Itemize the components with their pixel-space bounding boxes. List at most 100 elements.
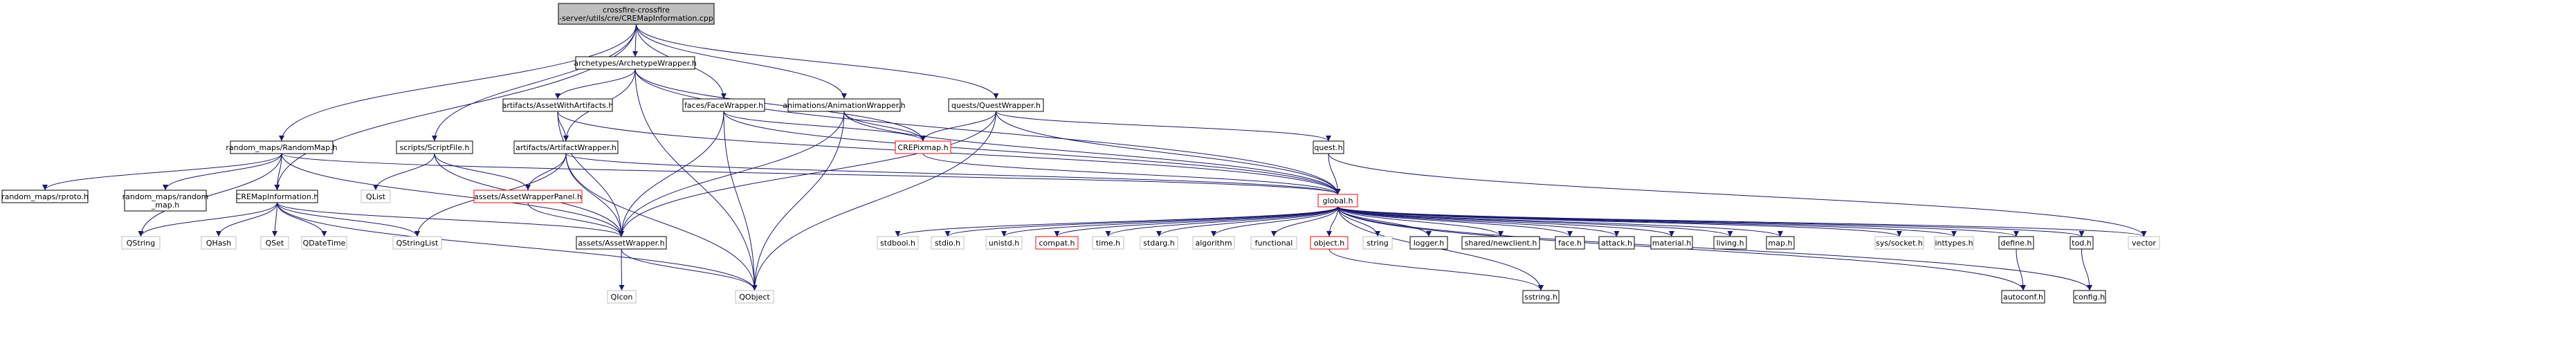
edge-random_maps-to-assetwrapper [281, 153, 624, 237]
node-label: object.h [1314, 239, 1344, 248]
nodes-layer: crossfire-crossfire-server/utils/cre/CRE… [1, 3, 2160, 304]
node-qdatetime: QDateTime [301, 236, 347, 250]
node-box [1310, 236, 1349, 250]
node-box [1766, 236, 1795, 250]
node-unistd: unistd.h [985, 236, 1023, 250]
edge-cremapinfo-to-qset [272, 202, 278, 237]
node-compat[interactable]: compat.h [1035, 236, 1079, 250]
edge-root-to-scripts [432, 24, 637, 142]
edge-global-to-map [1337, 206, 1783, 237]
node-rproto[interactable]: random_maps/rproto.h [1, 190, 89, 203]
node-tod[interactable]: tod.h [2070, 236, 2094, 250]
node-label: QHash [206, 239, 231, 248]
node-stdio: stdio.h [931, 236, 965, 250]
node-animations[interactable]: animations/AnimationWrapper.h [783, 98, 906, 112]
edge-scripts-to-qlist [373, 153, 435, 191]
node-faces[interactable]: faces/FaceWrapper.h [682, 98, 765, 112]
node-label: artifacts/AssetWithArtifacts.h [502, 101, 614, 110]
edge-quests-to-global [996, 111, 1341, 195]
node-label: sstring.h [1524, 293, 1558, 302]
node-shared[interactable]: shared/newclient.h [1461, 236, 1540, 250]
node-box [576, 236, 667, 250]
node-box [735, 290, 774, 304]
node-box [1035, 236, 1079, 250]
node-attack[interactable]: attack.h [1598, 236, 1635, 250]
node-box [2001, 290, 2045, 304]
node-box [1522, 290, 1560, 304]
node-box [787, 98, 901, 112]
edge-quests-to-crepixmap [920, 111, 996, 142]
node-logger[interactable]: logger.h [1409, 236, 1448, 250]
edge-animations-to-assetwrapper [619, 111, 845, 237]
node-crepixmap[interactable]: CREPixmap.h [895, 140, 951, 154]
edge-faces-to-crepixmap [723, 111, 926, 142]
edge-artifacts_wrap-to-qobject [565, 153, 758, 291]
node-label: -server/utils/cre/CREMapInformation.cpp [559, 14, 713, 23]
edge-global-to-material [1337, 206, 1674, 237]
node-box [2070, 236, 2094, 250]
node-artifacts_wrap[interactable]: artifacts/ArtifactWrapper.h [513, 140, 619, 154]
node-label: config.h [2074, 293, 2105, 302]
node-face[interactable]: face.h [1555, 236, 1585, 250]
node-sstring[interactable]: sstring.h [1522, 290, 1560, 304]
node-object[interactable]: object.h [1310, 236, 1349, 250]
edge-global-to-time [1105, 206, 1338, 237]
edge-global-to-shared [1337, 206, 1504, 237]
node-cremapinfo[interactable]: CREMapInformation.h [236, 190, 319, 203]
node-label: inttypes.h [1935, 239, 1973, 248]
node-box [1934, 236, 1974, 250]
node-label: stdio.h [935, 239, 960, 248]
node-quests[interactable]: quests/QuestWrapper.h [948, 98, 1044, 112]
node-label: CREPixmap.h [897, 143, 948, 152]
node-label: artifacts/ArtifactWrapper.h [515, 143, 616, 152]
node-functional: functional [1250, 236, 1297, 250]
node-label: attack.h [1601, 239, 1632, 248]
node-box [931, 236, 965, 250]
node-global[interactable]: global.h [1317, 194, 1358, 208]
node-box [2128, 236, 2160, 250]
node-label: QStringList [396, 239, 439, 248]
node-label: archetypes/ArchetypeWrapper.h [574, 59, 696, 68]
edge-quest-to-global [1328, 153, 1341, 195]
node-label: functional [1255, 239, 1293, 248]
node-label: living.h [1716, 239, 1744, 248]
node-label: material.h [1652, 239, 1691, 248]
node-qstringlist: QStringList [392, 236, 442, 250]
node-artifacts_with[interactable]: artifacts/AssetWithArtifacts.h [502, 98, 614, 112]
node-quest[interactable]: quest.h [1313, 140, 1344, 154]
node-map[interactable]: map.h [1766, 236, 1795, 250]
node-scripts[interactable]: scripts/ScriptFile.h [396, 140, 473, 154]
node-autoconf[interactable]: autoconf.h [2001, 290, 2045, 304]
edge-artifacts_wrap-to-asset_panel [525, 153, 567, 191]
node-box [236, 190, 318, 203]
node-living[interactable]: living.h [1713, 236, 1747, 250]
node-material[interactable]: material.h [1650, 236, 1693, 250]
node-label: logger.h [1414, 239, 1445, 248]
node-assetwrapper[interactable]: assets/AssetWrapper.h [576, 236, 667, 250]
node-label: shared/newclient.h [1465, 239, 1537, 248]
node-define[interactable]: define.h [1998, 236, 2034, 250]
node-box [1362, 236, 1393, 250]
node-box [121, 236, 161, 250]
edge-global-to-stdarg [1156, 206, 1338, 237]
node-label: string [1367, 239, 1389, 248]
node-random_maps[interactable]: random_maps/RandomMap.h [226, 140, 338, 154]
edge-root-to-cremapinfo [274, 24, 637, 191]
node-box [396, 140, 473, 154]
node-archetypes[interactable]: archetypes/ArchetypeWrapper.h [574, 56, 697, 70]
node-label: assets/AssetWrapper.h [578, 239, 664, 248]
node-random_map_h[interactable]: random_maps/random_map.h [122, 190, 209, 212]
node-label: stdarg.h [1143, 239, 1175, 248]
node-label: global.h [1322, 196, 1353, 205]
node-box [124, 190, 207, 212]
edge-random_maps-to-qstring [138, 153, 282, 237]
node-root[interactable]: crossfire-crossfire-server/utils/cre/CRE… [558, 3, 715, 25]
node-box [1, 190, 89, 203]
node-asset_panel[interactable]: assets/AssetWrapperPanel.h [473, 190, 583, 203]
node-label: CREMapInformation.h [236, 192, 319, 201]
edge-global-to-attack [1337, 206, 1620, 237]
node-config[interactable]: config.h [2073, 290, 2106, 304]
node-box [1192, 236, 1235, 250]
edge-quests-to-quest [996, 111, 1331, 142]
